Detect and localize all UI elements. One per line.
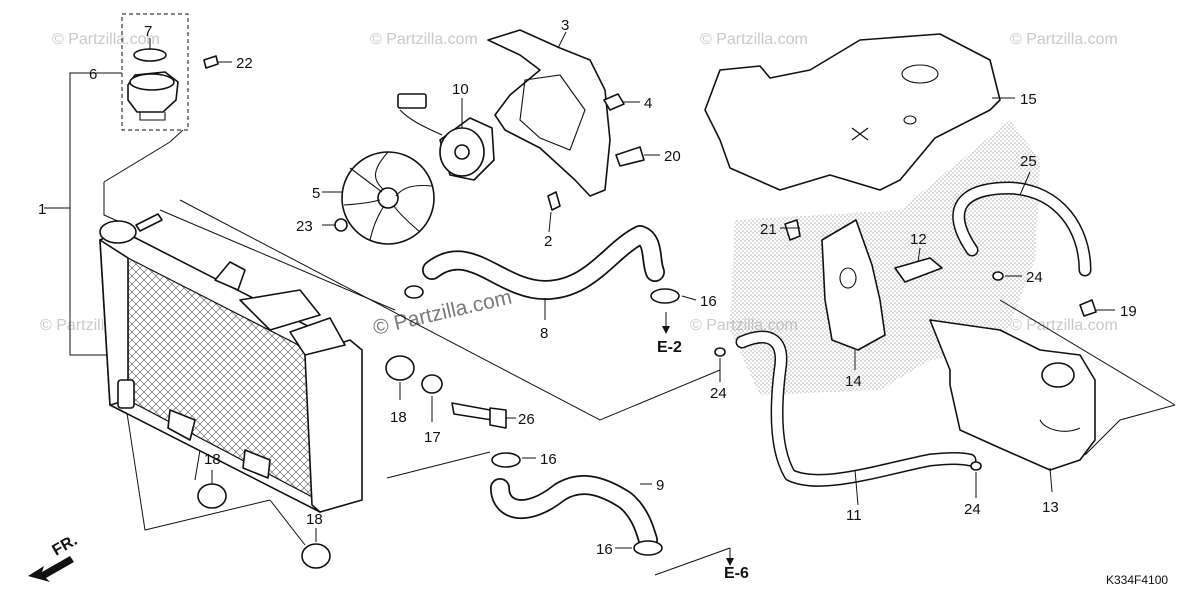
callout-16-lower: 16: [596, 541, 613, 558]
callout-16-upper: 16: [700, 293, 717, 310]
callout-11: 11: [846, 507, 862, 524]
callout-10: 10: [452, 81, 469, 98]
callout-24-bottom: 24: [964, 501, 981, 518]
callout-1: 1: [38, 201, 46, 218]
callout-14: 14: [845, 373, 862, 390]
callout-20: 20: [664, 148, 681, 165]
callout-26: 26: [518, 411, 535, 428]
watermark: © Partzilla.com: [370, 31, 478, 48]
callout-7: 7: [144, 23, 152, 40]
callout-numbers: 1 2 3 4 5 6 7 8 9 10 11 12 13 14 15 16 1…: [38, 17, 1137, 558]
callout-13: 13: [1042, 499, 1059, 516]
bolts: [451, 93, 645, 429]
callout-24-left: 24: [710, 385, 727, 402]
callout-19: 19: [1120, 303, 1137, 320]
callout-15: 15: [1020, 91, 1037, 108]
clamps-and-mounts: [197, 219, 1097, 569]
radiator: [99, 213, 363, 513]
callout-17: 17: [424, 429, 441, 446]
callout-23: 23: [296, 218, 313, 235]
watermark: © Partzilla.com: [52, 31, 160, 48]
front-direction-arrow: FR.: [28, 532, 80, 582]
callout-6: 6: [89, 66, 97, 83]
callout-25: 25: [1020, 153, 1037, 170]
reservoir-tank: [894, 257, 1096, 471]
callout-4: 4: [644, 95, 652, 112]
diagram-code: K334F4100: [1106, 573, 1168, 587]
callout-3: 3: [561, 17, 569, 34]
callout-2: 2: [544, 233, 552, 250]
callout-8: 8: [540, 325, 548, 342]
watermark: © Partzilla.com: [700, 31, 808, 48]
callout-16-middle: 16: [540, 451, 557, 468]
callout-24-right: 24: [1026, 269, 1043, 286]
callout-9: 9: [656, 477, 664, 494]
reference-arrows: [662, 312, 734, 566]
callout-21: 21: [760, 221, 777, 238]
callout-18-bottom: 18: [306, 511, 323, 528]
fan-shroud: [487, 29, 611, 211]
callout-12: 12: [910, 231, 927, 248]
watermark: © Partzilla.com: [1010, 317, 1118, 334]
callout-5: 5: [312, 185, 320, 202]
leader-lines: [44, 72, 1176, 576]
direction-label: FR.: [50, 532, 81, 560]
callout-leaders: [149, 31, 1115, 549]
hoses: [422, 181, 1092, 550]
callout-18-left: 18: [204, 451, 221, 468]
reference-e2: E-2: [657, 339, 682, 356]
watermark: © Partzilla.com: [1010, 31, 1118, 48]
cover-plate: [704, 33, 1001, 191]
reference-e6: E-6: [724, 565, 749, 582]
cooling-fan: [334, 151, 435, 245]
reservoir-bracket: [821, 219, 886, 351]
callout-18-front: 18: [390, 409, 407, 426]
fan-motor: [397, 93, 495, 181]
radiator-cap-group: [121, 13, 219, 131]
watermark-center: © Partzilla.com: [371, 286, 514, 340]
callout-22: 22: [236, 55, 253, 72]
